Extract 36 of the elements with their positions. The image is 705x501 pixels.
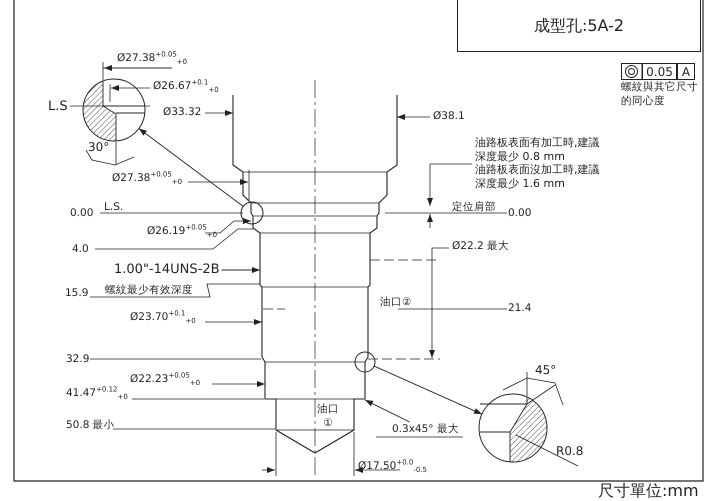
depth-dimension: 15.9 bbox=[65, 287, 88, 300]
shoulder-label: 定位肩部 bbox=[452, 201, 496, 214]
diameter-dimension: Ø38.1 bbox=[433, 110, 465, 124]
detail-marker-circle bbox=[240, 202, 264, 224]
unit-note: 尺寸單位:mm bbox=[598, 481, 699, 500]
leader-line bbox=[221, 267, 260, 273]
angle-dimension: 45° bbox=[535, 363, 556, 378]
detail-view-drawing bbox=[478, 394, 548, 462]
diameter-dimension: Ø33.32 bbox=[163, 106, 202, 120]
depth-dimension: 32.9 bbox=[66, 353, 90, 366]
diameter-dimension: Ø22.2 最大 bbox=[452, 240, 509, 254]
detail-marker-circle bbox=[354, 352, 376, 372]
depth-dimension: 21.4 bbox=[508, 302, 532, 316]
depth-dimension: 4.0 bbox=[72, 243, 89, 256]
tolerance-note: 螺紋與其它尺寸的同心度 bbox=[621, 81, 699, 108]
depth-dimension: 0.00 bbox=[70, 207, 94, 220]
depth-dimension: 0.00 bbox=[508, 207, 532, 220]
leader-line bbox=[364, 400, 410, 422]
thread-depth-note: 螺紋最少有效深度 bbox=[105, 284, 193, 298]
radius-dimension: R0.8 bbox=[556, 444, 584, 459]
surface-reference-label: L.S. bbox=[104, 201, 124, 214]
port-label: 油口② bbox=[380, 296, 412, 310]
title-block: 成型孔:5A-2 bbox=[457, 0, 701, 52]
surface-reference-label: L.S bbox=[48, 99, 68, 115]
detail-view-drawing bbox=[82, 78, 146, 142]
depth-note: 油路板表面沒加工時,建議深度最少 1.6 mm bbox=[475, 163, 600, 191]
thread-spec-label: 1.00"-14UNS-2B bbox=[114, 262, 220, 278]
depth-note: 油路板表面有加工時,建議深度最少 0.8 mm bbox=[475, 136, 600, 164]
angle-dimension: 30° bbox=[88, 140, 110, 155]
detail-leader-arrow bbox=[138, 128, 244, 207]
depth-dimension: 50.8 最小 bbox=[66, 419, 115, 432]
chamfer-note: 0.3x45° 最大 bbox=[392, 423, 459, 436]
tolerance-value: 0.05 bbox=[642, 63, 677, 80]
datum-letter: A bbox=[677, 63, 695, 80]
detail-leader-arrow bbox=[374, 366, 482, 415]
port-label: 油口① bbox=[316, 403, 340, 430]
